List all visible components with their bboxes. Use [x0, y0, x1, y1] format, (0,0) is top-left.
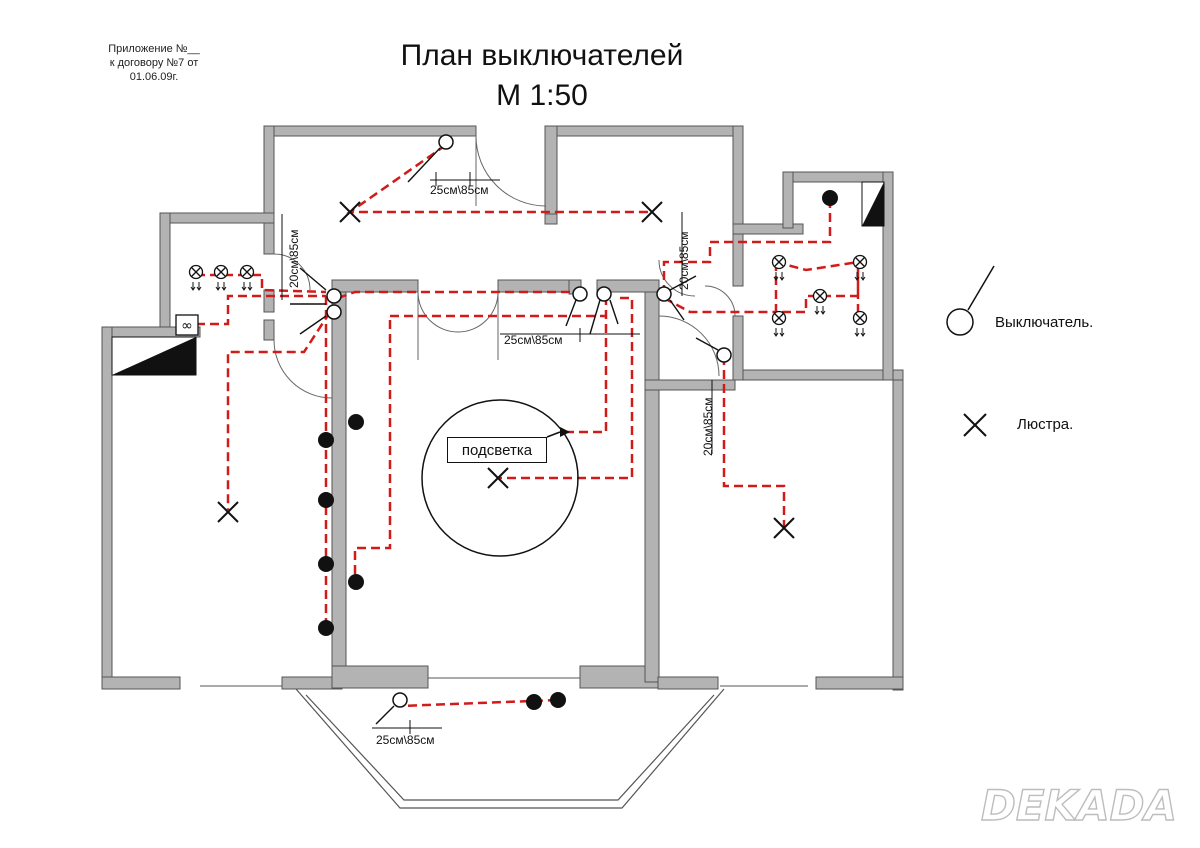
- chandeliers: [217, 201, 795, 539]
- dim-left-corridor: 20см\85см: [287, 229, 301, 288]
- svg-text:∞: ∞: [181, 318, 193, 334]
- walls: [101, 125, 904, 691]
- annex-line-2: к договору №7 от: [109, 57, 199, 69]
- callout-arrow: [546, 427, 570, 438]
- spotlights: [318, 190, 838, 710]
- watermark-text: DEKADA: [981, 782, 1177, 826]
- annex-note: Приложение №__ к договору №7 от 01.06.09…: [94, 42, 214, 84]
- switches: [326, 134, 732, 708]
- legend-chandelier-label: Люстра.: [1017, 416, 1074, 433]
- title-line-2: М 1:50: [496, 79, 588, 112]
- balcony: [295, 688, 725, 809]
- dekada-watermark: DEKADA: [980, 782, 1177, 826]
- windows: [200, 677, 808, 687]
- legend-switch-symbol: [946, 265, 995, 336]
- doors: [273, 135, 736, 399]
- ceiling-circle: [421, 399, 579, 557]
- dim-living: 25см\85см: [504, 333, 563, 347]
- page-title: План выключателей М 1:50: [342, 36, 742, 116]
- annex-line-1: Приложение №__: [108, 43, 200, 55]
- title-line-1: План выключателей: [400, 39, 684, 72]
- ventilation-shafts: [111, 181, 885, 376]
- dim-hall: 25см\85см: [430, 183, 489, 197]
- legend-switch-label: Выключатель.: [995, 314, 1094, 331]
- dim-right-room: 20см\85см: [701, 397, 715, 456]
- legend-chandelier-symbol: [963, 413, 987, 437]
- backlight-callout: подсветка: [447, 437, 547, 463]
- annex-line-3: 01.06.09г.: [129, 71, 179, 83]
- fan-box: ∞: [175, 314, 199, 336]
- dimension-ticks: [281, 172, 713, 734]
- switch-leaders: [290, 147, 719, 725]
- dim-balcony: 25см\85см: [376, 733, 435, 747]
- dim-right-corridor: 20см\85см: [677, 231, 691, 290]
- wiring: [196, 143, 860, 708]
